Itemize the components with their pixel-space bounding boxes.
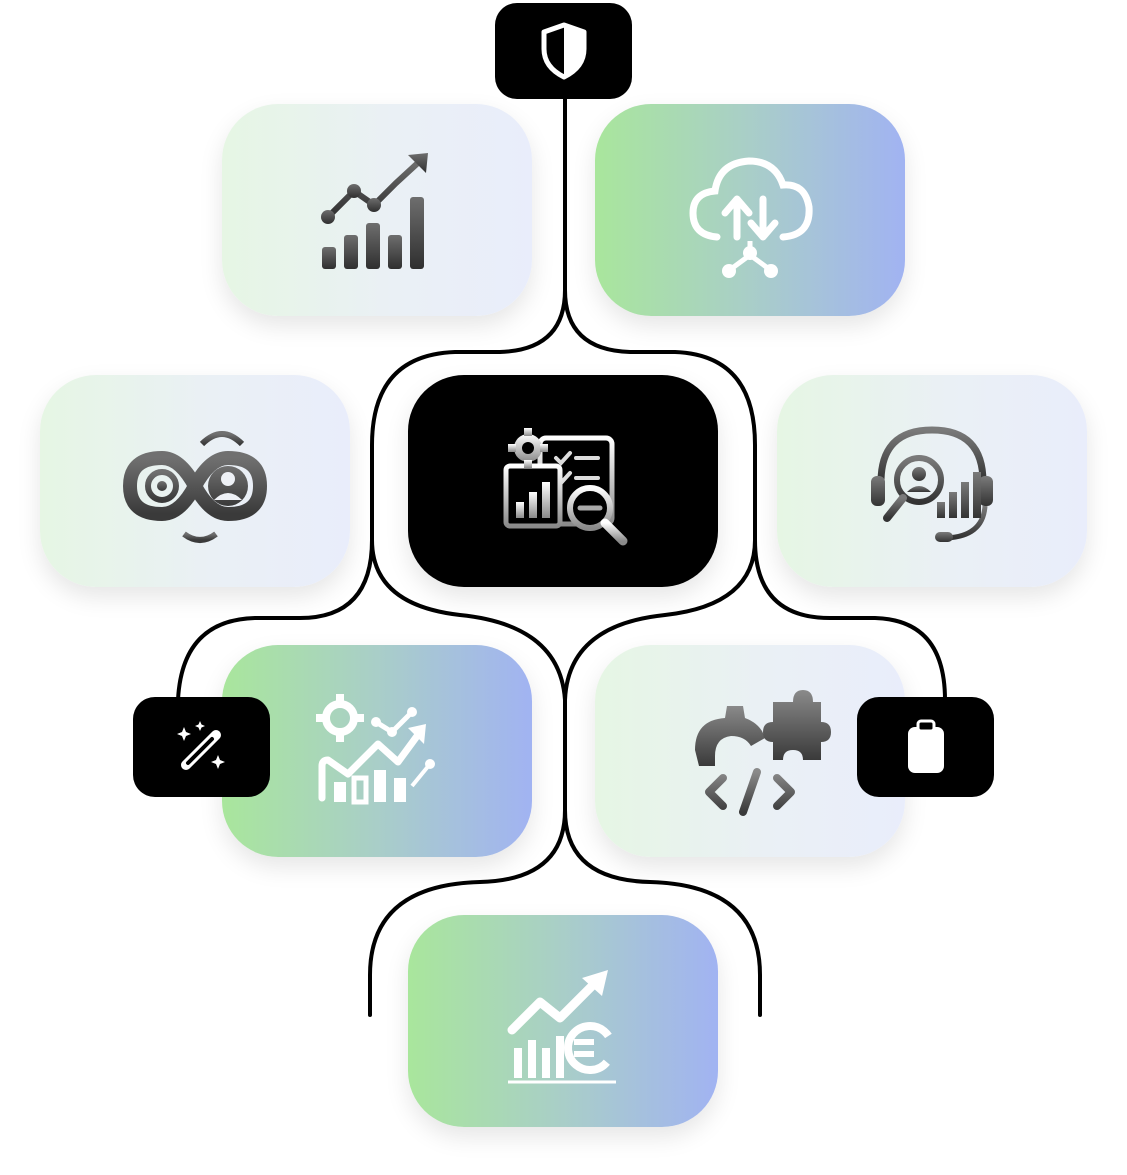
euro-growth-chart-icon	[507, 970, 616, 1084]
shield-icon	[541, 22, 586, 80]
process-optimization-tile[interactable]	[222, 645, 532, 857]
clipboard-icon	[907, 719, 944, 773]
gear-puzzle-code-icon	[695, 690, 831, 816]
automation-badge[interactable]	[133, 697, 270, 797]
cloud-upload-download-icon	[689, 157, 813, 278]
revenue-growth-tile[interactable]	[408, 915, 718, 1127]
devops-tile[interactable]	[40, 375, 350, 587]
security-badge[interactable]	[495, 3, 632, 99]
center-analytics-tile[interactable]	[408, 375, 718, 587]
integration-code-tile[interactable]	[595, 645, 905, 857]
growth-line-chart-icon	[321, 153, 428, 269]
gear-trend-chart-icon	[316, 694, 435, 805]
devops-infinity-gear-user-icon	[122, 431, 268, 543]
support-headset-analytics-icon	[871, 426, 993, 542]
clipboard-badge[interactable]	[857, 697, 994, 797]
support-analytics-tile[interactable]	[777, 375, 1087, 587]
growth-chart-tile[interactable]	[222, 104, 532, 316]
cloud-sync-tile[interactable]	[595, 104, 905, 316]
magic-wand-icon	[176, 721, 225, 770]
analytics-dashboard-search-icon	[503, 428, 628, 546]
